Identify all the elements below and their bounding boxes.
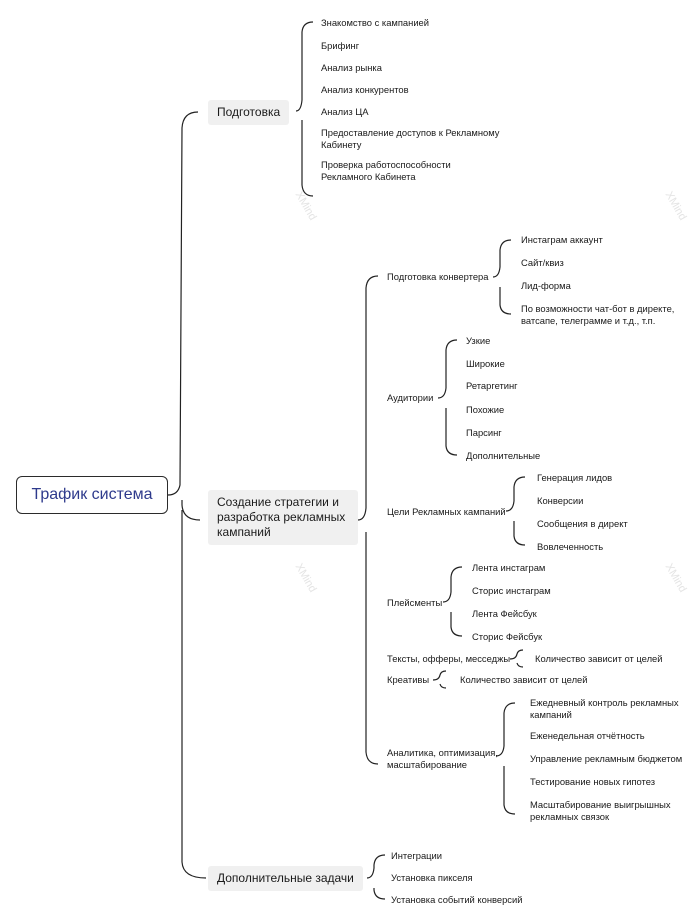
topic-node[interactable]: Количество зависит от целей xyxy=(460,674,588,685)
topic-node[interactable]: Дополнительные xyxy=(466,450,541,461)
topic-node[interactable]: Вовлеченность xyxy=(537,541,604,552)
branch-extra[interactable]: Дополнительные задачи xyxy=(208,866,363,891)
topic-node[interactable]: По возможности чат-бот в директе, ватсап… xyxy=(521,303,675,326)
bracket-placements xyxy=(442,566,463,637)
group-analytics[interactable]: Аналитика, оптимизация, масштабирование xyxy=(387,747,498,770)
topic-node[interactable]: Анализ ЦА xyxy=(321,106,369,117)
connector-root xyxy=(167,111,207,879)
topic-node[interactable]: Проверка работоспособности Рекламного Ка… xyxy=(321,159,451,182)
group-placements[interactable]: Плейсменты xyxy=(387,597,443,608)
topic-node[interactable]: Лид-форма xyxy=(521,280,571,291)
topic-node[interactable]: Тестирование новых гипотез xyxy=(530,776,656,787)
topic-node[interactable]: Предоставление доступов к Рекламному Каб… xyxy=(321,127,500,150)
topic-node[interactable]: Анализ конкурентов xyxy=(321,84,409,95)
branch-podgotovka[interactable]: Подготовка xyxy=(208,100,290,125)
branch-strategy[interactable]: Создание стратегии и разработка рекламны… xyxy=(208,490,358,545)
group-creatives[interactable]: Креативы xyxy=(387,674,430,685)
topic-node[interactable]: Управление рекламным бюджетом xyxy=(530,753,683,764)
topic-node[interactable]: Парсинг xyxy=(466,427,502,438)
topic-node[interactable]: Анализ рынка xyxy=(321,62,382,73)
topic-node[interactable]: Лента Фейсбук xyxy=(472,608,537,619)
topic-node[interactable]: Генерация лидов xyxy=(537,472,613,483)
topic-node[interactable]: Инстаграм аккаунт xyxy=(521,234,603,245)
group-converter[interactable]: Подготовка конвертера xyxy=(387,271,489,282)
topic-node[interactable]: Установка пикселя xyxy=(391,872,473,883)
topic-node[interactable]: Конверсии xyxy=(537,495,584,506)
bracket-texts xyxy=(509,649,524,668)
bracket-extra xyxy=(366,854,386,900)
topic-node[interactable]: Интеграции xyxy=(391,850,443,861)
topic-node[interactable]: Установка событий конверсий xyxy=(391,894,523,905)
topic-node[interactable]: Сайт/квиз xyxy=(521,257,564,268)
group-texts[interactable]: Тексты, офферы, месседжы xyxy=(387,653,511,664)
bracket-goals xyxy=(505,476,526,546)
topic-node[interactable]: Знакомство с кампанией xyxy=(321,17,430,28)
bracket-strategy xyxy=(357,275,379,765)
topic-node[interactable]: Сторис инстаграм xyxy=(472,585,551,596)
topic-node[interactable]: Еженедельная отчётность xyxy=(530,730,645,741)
root-node[interactable]: Трафик система xyxy=(16,476,168,514)
bracket-podgotovka xyxy=(295,21,314,197)
topic-node[interactable]: Похожие xyxy=(466,404,505,415)
bracket-audience xyxy=(437,339,458,456)
topic-node[interactable]: Количество зависит от целей xyxy=(535,653,663,664)
topic-node[interactable]: Широкие xyxy=(466,358,505,369)
topic-node[interactable]: Сторис Фейсбук xyxy=(472,631,543,642)
topic-node[interactable]: Сообщения в директ xyxy=(537,518,628,529)
topic-node[interactable]: Узкие xyxy=(466,335,491,346)
topic-node[interactable]: Масштабирование выигрышных рекламных свя… xyxy=(530,799,671,822)
bracket-converter xyxy=(492,239,512,315)
group-audience[interactable]: Аудитории xyxy=(387,392,434,403)
topic-node[interactable]: Ретаргетинг xyxy=(466,380,518,391)
bracket-analytics xyxy=(495,702,516,815)
bracket-creatives xyxy=(432,670,447,689)
topic-node[interactable]: Ежедневный контроль рекламных кампаний xyxy=(530,697,679,720)
topic-node[interactable]: Брифинг xyxy=(321,40,360,51)
topic-node[interactable]: Лента инстаграм xyxy=(472,562,546,573)
group-goals[interactable]: Цели Рекламных кампаний xyxy=(387,506,506,517)
